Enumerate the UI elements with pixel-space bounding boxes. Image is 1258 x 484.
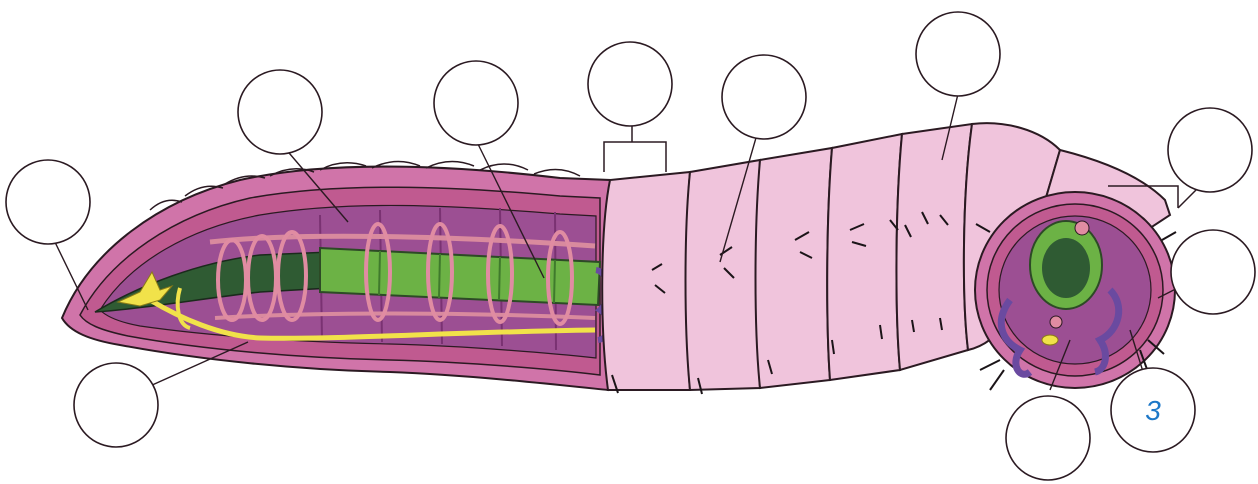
label-circle-5[interactable] bbox=[722, 55, 806, 139]
cross-section-nerve-cord bbox=[1042, 335, 1058, 345]
label-text-9: 3 bbox=[1145, 395, 1161, 426]
label-circle-11[interactable] bbox=[74, 363, 158, 447]
segment bbox=[756, 148, 833, 388]
label-circle-3[interactable] bbox=[434, 61, 518, 145]
label-circle-6[interactable] bbox=[916, 12, 1000, 96]
label-circle-8[interactable] bbox=[1171, 230, 1255, 314]
worm-cutaway-section bbox=[62, 161, 610, 390]
label-circle-1[interactable] bbox=[6, 160, 90, 244]
label-circle-10[interactable] bbox=[1006, 396, 1090, 480]
cross-section-dorsal-vessel bbox=[1075, 221, 1089, 235]
cross-section-gut-lumen bbox=[1042, 238, 1090, 298]
segment-bracket bbox=[604, 124, 666, 172]
segment bbox=[602, 172, 690, 390]
segment bbox=[896, 124, 972, 370]
cross-section-ventral-vessel bbox=[1050, 316, 1062, 328]
segment bbox=[686, 160, 761, 390]
segment bbox=[827, 134, 902, 380]
label-circle-2[interactable] bbox=[238, 70, 322, 154]
label-circle-7[interactable] bbox=[1168, 108, 1252, 192]
label-circle-9[interactable]: 3 bbox=[1111, 368, 1195, 452]
label-circle-4[interactable] bbox=[588, 42, 672, 126]
cross-section bbox=[975, 192, 1176, 390]
